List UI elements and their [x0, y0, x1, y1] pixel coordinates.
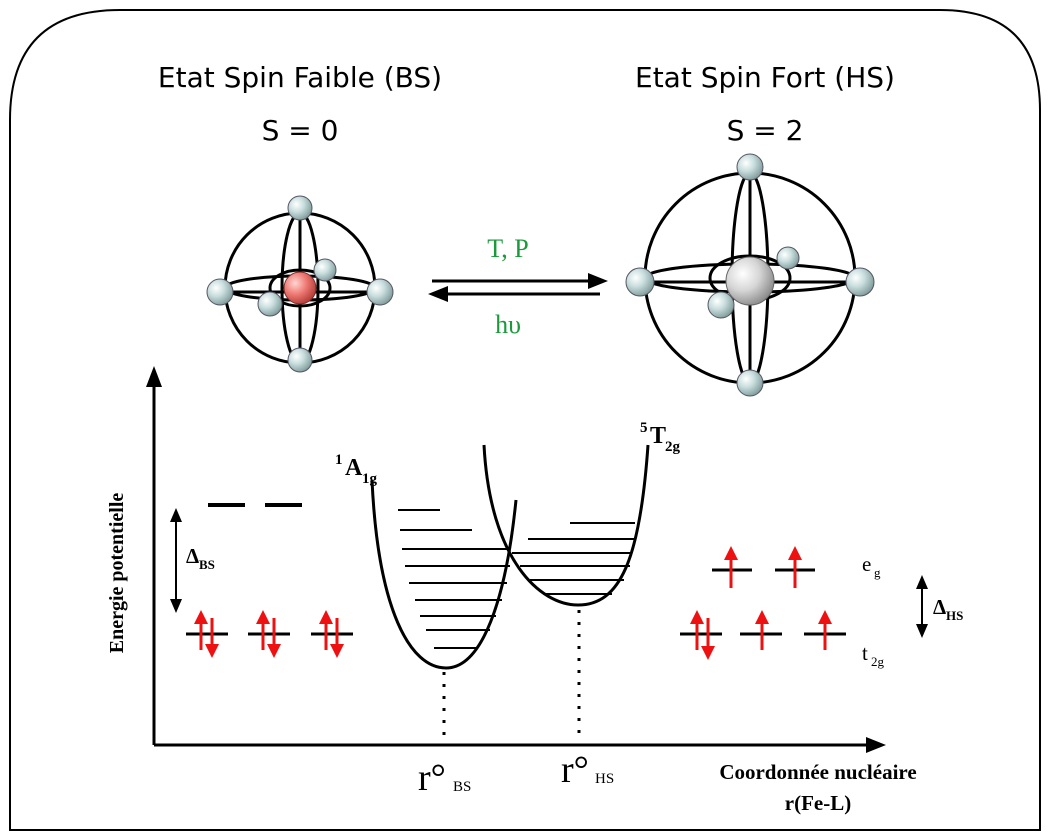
ls-title: Etat Spin Faible (BS) [158, 61, 442, 94]
ls-potential-curve [370, 479, 518, 670]
delta-hs-sub: HS [946, 608, 963, 623]
r-hs-sub: HS [595, 771, 614, 787]
condition-forward: T, P [487, 234, 528, 263]
delta-bs-main: Δ [186, 544, 199, 568]
equilibrium-arrows [428, 273, 608, 302]
t2g-main: t [862, 641, 868, 665]
ls-vibrational-levels [398, 509, 510, 649]
hs-spin: S = 2 [727, 114, 804, 147]
eg-main: e [862, 552, 871, 576]
t2g-sub: 2g [871, 654, 885, 669]
hs-title: Etat Spin Fort (HS) [635, 61, 895, 94]
ls-metal-ion [283, 271, 317, 305]
hs-ligands [625, 153, 875, 397]
axes [146, 366, 886, 753]
frame [9, 9, 1041, 831]
hs-electrons [690, 546, 832, 660]
hs-state-sup: 5 [640, 420, 648, 436]
hs-metal-ion [725, 256, 775, 306]
ls-ligands [206, 195, 394, 373]
r-hs-main: r° [561, 749, 589, 791]
ls-state-sup: 1 [335, 452, 343, 468]
delta-bs-sub: BS [199, 557, 215, 572]
y-axis-label: Energie potentielle [106, 493, 128, 654]
condition-reverse: hυ [495, 310, 521, 339]
r-bs-sub: BS [453, 779, 471, 795]
ls-state-sub: 1g [362, 471, 378, 487]
r-bs-main: r° [418, 757, 446, 799]
ls-electron-pairs [194, 610, 344, 658]
hs-state-main: T [650, 423, 666, 449]
hs-vibrational-levels [512, 522, 635, 595]
ls-state-main: A [345, 455, 363, 481]
hs-state-sub: 2g [665, 439, 681, 455]
x-axis-label-line2: r(Fe-L) [785, 791, 851, 815]
delta-hs-main: Δ [933, 595, 946, 619]
hs-potential-curve [482, 444, 650, 607]
x-axis-label-line1: Coordonnée nucléaire [719, 760, 916, 784]
delta-bs-arrow [170, 508, 182, 613]
ls-spin: S = 0 [262, 114, 339, 147]
eg-sub: g [874, 565, 881, 580]
delta-hs-arrow [916, 575, 928, 638]
